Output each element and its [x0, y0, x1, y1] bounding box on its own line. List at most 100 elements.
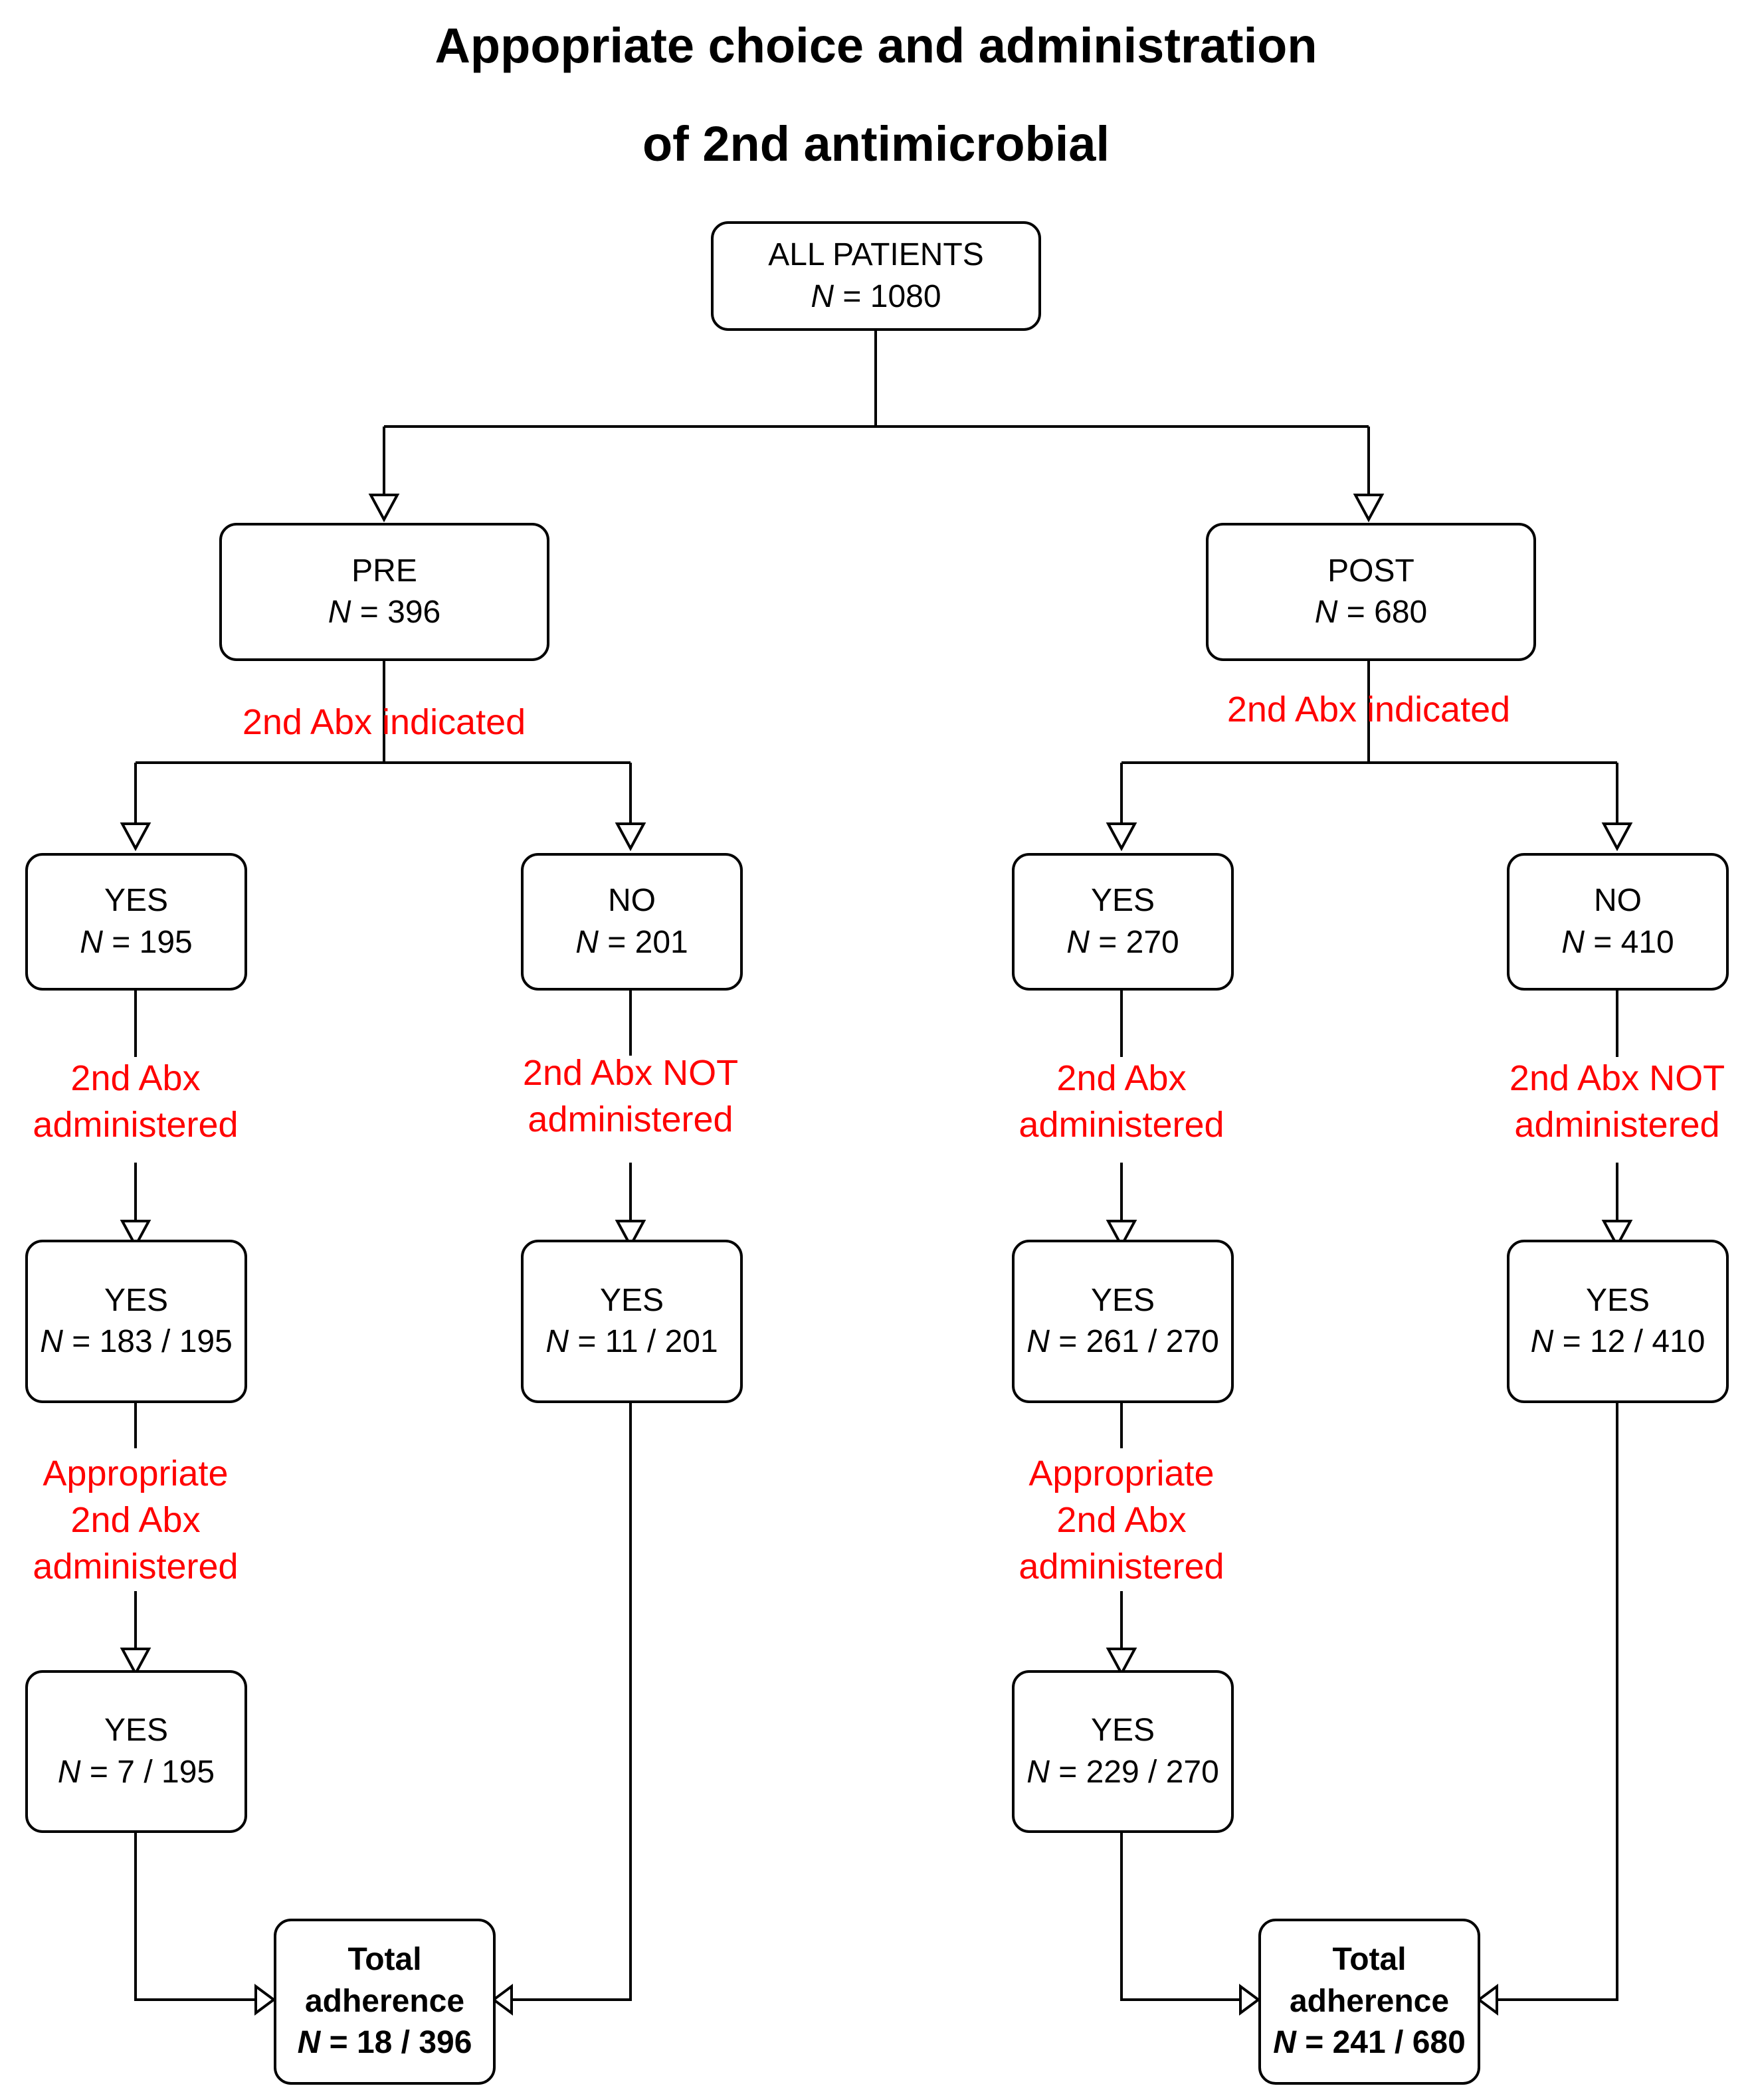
n-symbol: N [575, 924, 599, 960]
arrowhead-pre-no [615, 822, 646, 852]
node-count: N = 12 / 410 [1531, 1321, 1705, 1363]
edge-all-split [383, 331, 1370, 495]
arrowhead-pre-total-right [491, 1984, 513, 2016]
n-symbol: N [297, 2025, 321, 2061]
edge-label-line: administered [528, 1099, 733, 1140]
arrowhead-pre-yes-admin [120, 1220, 151, 1249]
node-pre-appropriate-yes: YES N = 7 / 195 [25, 1670, 247, 1833]
arrowhead-post-yes-admin [1106, 1220, 1137, 1249]
node-pre-no: NO N = 201 [521, 853, 743, 991]
edge-label-post-notadmin: 2nd Abx NOT administered [1484, 1055, 1750, 1148]
n-value: = 12 / 410 [1562, 1324, 1705, 1359]
edge-label-line: administered [1019, 1547, 1224, 1587]
edge-pre-right-total [512, 1403, 632, 2001]
edge-label-line: administered [33, 1547, 239, 1587]
node-label: YES [1090, 883, 1155, 919]
arrowhead-pre-total-left [254, 1984, 276, 2016]
n-value: = 410 [1593, 924, 1674, 960]
edge-label-post-admin: 2nd Abx administered [989, 1055, 1254, 1148]
node-label: YES [599, 1282, 664, 1318]
edge-label-pre-indicated: 2nd Abx indicated [242, 702, 526, 742]
node-post-notadmin-yes: YES N = 12 / 410 [1507, 1240, 1729, 1403]
arrowhead-post-no-notadmin [1601, 1220, 1633, 1249]
edge-label-pre-admin: 2nd Abx administered [3, 1055, 268, 1148]
n-value: = 183 / 195 [72, 1324, 233, 1359]
edge-label-post-appropriate: Appropriate 2nd Abx administered [989, 1450, 1254, 1590]
n-symbol: N [40, 1324, 63, 1359]
edge-label-line: administered [33, 1105, 239, 1145]
node-count: N = 201 [575, 922, 688, 963]
node-label: PRE [351, 553, 417, 589]
node-label: NO [608, 883, 656, 919]
node-label: Total [347, 1942, 422, 1978]
arrowhead-pre [368, 494, 400, 523]
n-value: = 396 [359, 595, 441, 630]
n-value: = 195 [112, 924, 193, 960]
n-value: = 7 / 195 [89, 1754, 215, 1790]
n-symbol: N [1314, 595, 1338, 630]
n-symbol: N [1530, 1324, 1554, 1359]
edge-label-line: 2nd Abx NOT [1509, 1058, 1725, 1098]
node-pre-yes: YES N = 195 [25, 853, 247, 991]
node-count: N = 183 / 195 [40, 1321, 233, 1363]
n-symbol: N [57, 1754, 81, 1790]
node-post-no: NO N = 410 [1507, 853, 1729, 991]
node-label: YES [104, 1713, 169, 1749]
edge-label-line: 2nd Abx [1056, 1500, 1187, 1541]
node-count: N = 261 / 270 [1026, 1321, 1219, 1363]
n-symbol: N [1273, 2025, 1296, 2061]
arrowhead-post-yes [1106, 822, 1137, 852]
node-post-yes: YES N = 270 [1012, 853, 1234, 991]
edge-post-right-total [1497, 1403, 1618, 2001]
node-label: ALL PATIENTS [768, 237, 984, 273]
edge-label-line: Appropriate [43, 1454, 229, 1493]
node-count: N = 410 [1561, 922, 1674, 963]
node-pre: PRE N = 396 [219, 523, 549, 661]
arrowhead-pre-appropriate [120, 1648, 151, 1677]
n-symbol: N [1026, 1324, 1050, 1359]
n-value: = 270 [1098, 924, 1179, 960]
node-post: POST N = 680 [1206, 523, 1536, 661]
arrowhead-pre-yes [120, 822, 151, 852]
node-label: Total [1332, 1942, 1407, 1978]
edge-label-pre-notadmin: 2nd Abx NOT administered [498, 1050, 763, 1143]
n-symbol: N [1026, 1754, 1050, 1790]
node-label: POST [1327, 553, 1414, 589]
node-count: N = 18 / 396 [298, 2022, 472, 2063]
node-count: N = 680 [1315, 592, 1427, 633]
n-value: = 11 / 201 [577, 1324, 718, 1359]
edge-label-line: administered [1019, 1105, 1224, 1145]
node-label: adherence [304, 1983, 465, 2019]
n-value: = 261 / 270 [1058, 1324, 1219, 1359]
edge-label-line: Appropriate [1028, 1454, 1215, 1493]
node-post-total-adherence: Total adherence N = 241 / 680 [1258, 1919, 1480, 2085]
edge-label-line: administered [1514, 1105, 1720, 1145]
node-label: YES [1090, 1282, 1155, 1318]
node-count: N = 195 [80, 922, 192, 963]
node-pre-admin-yes: YES N = 183 / 195 [25, 1240, 247, 1403]
arrowhead-post-appropriate [1106, 1648, 1137, 1677]
node-label: YES [1090, 1713, 1155, 1749]
node-count: N = 270 [1066, 922, 1179, 963]
node-label: NO [1594, 883, 1642, 919]
edge-label-post-indicated: 2nd Abx indicated [1226, 690, 1511, 729]
node-label: YES [104, 883, 169, 919]
n-value: = 229 / 270 [1058, 1754, 1219, 1790]
edge-label-line: 2nd Abx [70, 1500, 201, 1541]
edge-pre-split [134, 661, 632, 824]
edge-label-line: 2nd Abx NOT [522, 1053, 739, 1093]
node-count: N = 241 / 680 [1273, 2022, 1466, 2063]
n-value: = 1080 [842, 278, 941, 314]
n-symbol: N [1066, 924, 1090, 960]
edge-post-split [1120, 661, 1618, 824]
n-symbol: N [811, 278, 834, 314]
node-count: N = 1080 [811, 276, 941, 318]
n-value: = 680 [1346, 595, 1428, 630]
edge-post-left-total [1120, 1833, 1240, 2001]
node-label: YES [104, 1282, 169, 1318]
node-pre-total-adherence: Total adherence N = 18 / 396 [274, 1919, 496, 2085]
node-count: N = 11 / 201 [545, 1321, 718, 1363]
node-all-patients: ALL PATIENTS N = 1080 [711, 221, 1041, 331]
n-symbol: N [80, 924, 103, 960]
